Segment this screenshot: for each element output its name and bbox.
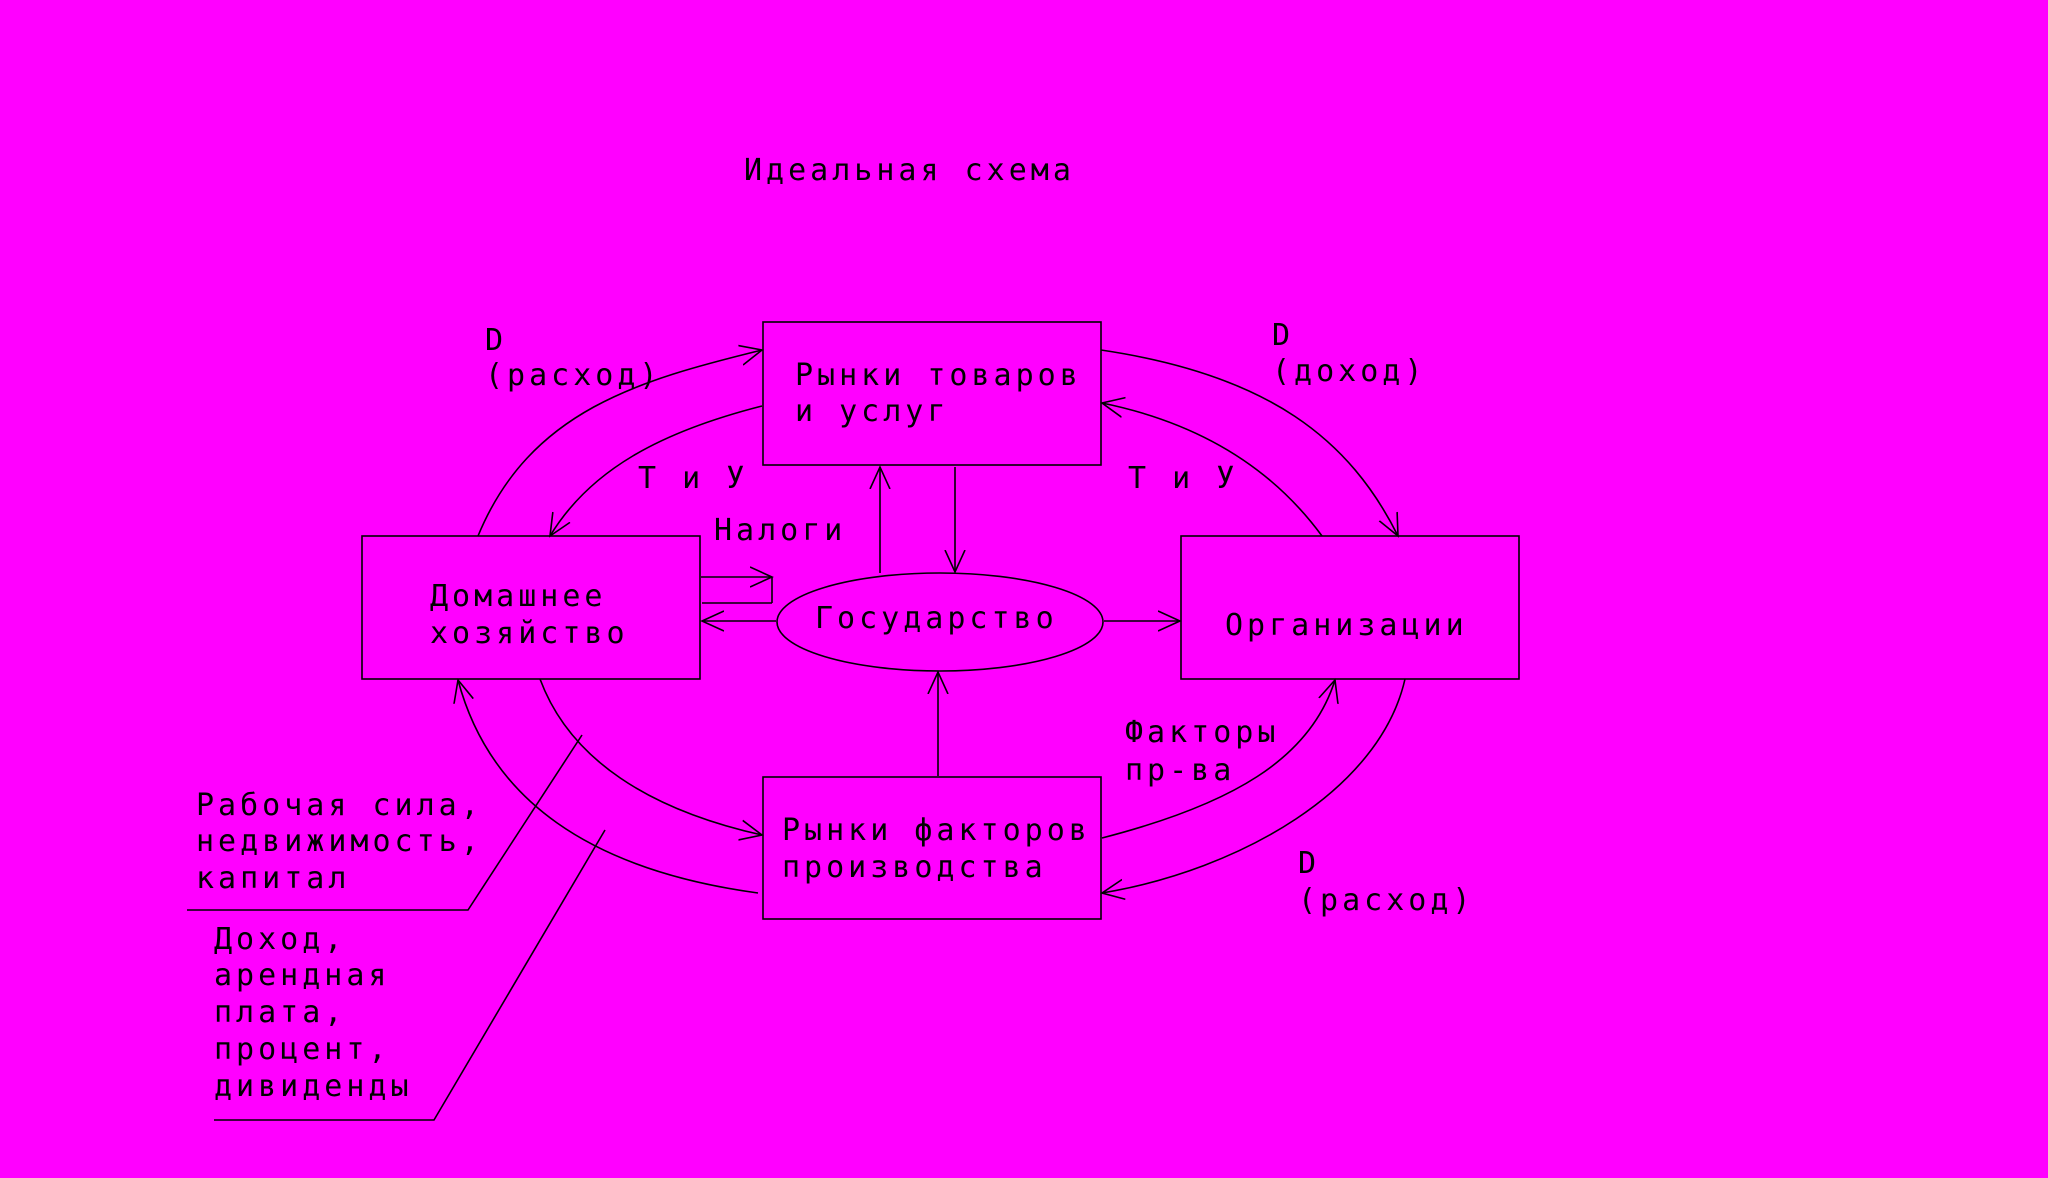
label-d-income-top-2: (доход) [1272,354,1426,389]
arc-goods-to-organizations-income [1100,349,1398,536]
arc-organizations-to-goods [1102,403,1323,537]
households-line1: Домашнее [430,579,607,614]
node-households: Домашнее хозяйство [361,535,701,680]
label-income-rent-1: Доход, [214,922,346,957]
households-box [361,535,701,680]
node-goods-market: Рынки товаров и услуг [762,321,1102,466]
label-income-rent-2: арендная [214,958,391,993]
label-labor-capital-2: недвижимость, [196,824,483,859]
label-goods-services-left: Т и У [638,461,748,496]
diagram-title: Идеальная схема [744,153,1075,188]
label-labor-capital-3: капитал [196,861,350,896]
label-taxes: Налоги [714,513,846,548]
node-factor-market: Рынки факторов производства [762,776,1102,920]
arc-organizations-to-factor-expense [1102,678,1406,893]
arc-goods-to-households [550,405,763,536]
organizations-label: Организации [1225,608,1468,643]
government-label: Государство [815,601,1058,636]
goods-market-line2: и услуг [795,394,949,429]
factor-market-line2: производства [782,850,1047,885]
organizations-box [1180,535,1520,680]
label-d-expense-top-2: (расход) [485,358,662,393]
node-organizations: Организации [1180,535,1520,680]
goods-market-box [762,321,1102,466]
goods-market-line1: Рынки товаров [795,358,1082,393]
label-income-rent-4: процент, [214,1032,391,1067]
arc-households-to-goods-expense [477,350,762,537]
arc-households-to-factor-market [539,678,762,835]
leader-labor-capital [187,734,583,911]
arc-factor-market-to-households [458,680,759,894]
label-factors-production-1: Факторы [1125,715,1279,750]
node-government: Государство [776,572,1104,672]
label-income-rent-5: дивиденды [214,1069,413,1104]
label-labor-capital-1: Рабочая сила, [196,788,483,823]
label-d-income-top-1: D [1272,318,1294,353]
leader-income-rent [214,829,606,1121]
label-income-rent-3: плата, [214,995,346,1030]
households-line2: хозяйство [430,616,629,651]
factor-market-line1: Рынки факторов [782,813,1091,848]
label-goods-services-right: Т и У [1128,461,1238,496]
label-d-expense-bottom-2: (расход) [1298,883,1475,918]
arc-factor-market-to-organizations [1101,680,1335,839]
label-factors-production-2: пр-ва [1125,753,1235,788]
label-d-expense-bottom-1: D [1298,846,1320,881]
label-d-expense-top-1: D [485,323,507,358]
factor-market-box [762,776,1102,920]
